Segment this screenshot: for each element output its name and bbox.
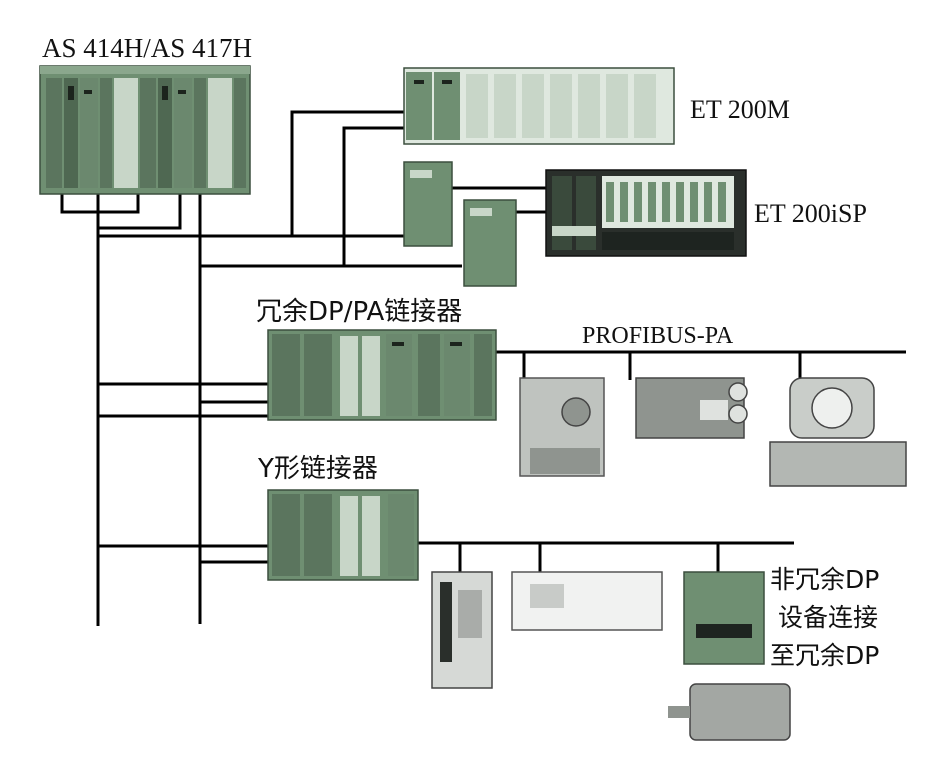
bus-lines <box>60 110 906 626</box>
cpu-rack <box>39 65 251 195</box>
label-non-redundant-1: 非冗余DP <box>770 565 879 594</box>
label-cpu: AS 414H/AS 417H <box>42 33 252 63</box>
pa-flowmeter <box>769 377 907 487</box>
label-profibus-pa: PROFIBUS-PA <box>582 323 734 349</box>
et200isp-rack <box>545 169 747 257</box>
pa-positioner <box>635 377 748 439</box>
redundant-dp-pa-link <box>267 329 497 421</box>
et200isp-coupler-2 <box>463 199 517 287</box>
label-non-redundant-2: 设备连接 <box>778 603 878 632</box>
dp-slave-box <box>511 571 663 631</box>
pa-pressure-transmitter <box>519 377 605 477</box>
cpu-link-inner <box>96 194 182 230</box>
motor <box>668 683 791 741</box>
label-non-redundant-3: 至冗余DP <box>770 641 879 670</box>
dp-slave-panel <box>431 571 493 689</box>
drive-unit <box>683 571 765 665</box>
labels: AS 414H/AS 417H ET 200M ET 200iSP 冗余DP/P… <box>42 33 879 670</box>
y-link <box>267 489 419 581</box>
et200isp-coupler-1 <box>403 161 453 247</box>
cpu-link-left <box>60 194 140 214</box>
label-y-link: Y形链接器 <box>257 454 378 484</box>
label-et200m: ET 200M <box>690 95 790 124</box>
label-et200isp: ET 200iSP <box>754 199 867 228</box>
et200m-rack <box>403 67 675 145</box>
label-redundant-link: 冗余DP/PA链接器 <box>256 297 462 327</box>
